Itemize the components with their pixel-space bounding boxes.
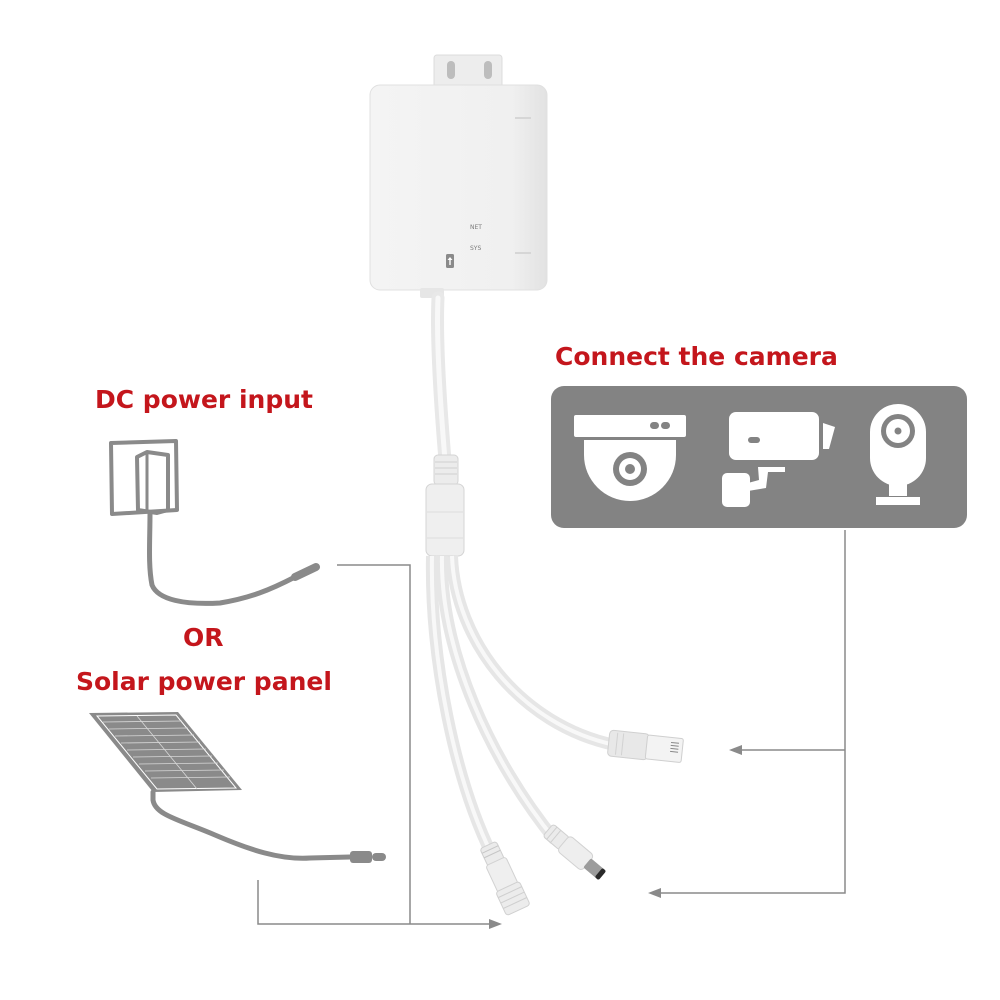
dc-adapter-icon <box>109 439 320 606</box>
cube-camera-icon <box>870 404 926 505</box>
device-housing <box>369 84 548 291</box>
splitter-cable <box>425 291 617 858</box>
rj45-connector <box>607 729 684 763</box>
arrow-to-dc-male <box>648 888 661 898</box>
dome-camera-icon <box>574 415 686 501</box>
camera-power-line <box>660 530 846 894</box>
strain-relief <box>425 454 465 557</box>
connection-lines <box>257 530 846 925</box>
solar-panel-line <box>257 880 492 925</box>
or-label: OR <box>183 623 224 652</box>
arrow-to-dc-female <box>489 919 502 929</box>
bullet-camera-icon <box>722 412 835 507</box>
camera-types-panel <box>551 386 967 528</box>
led-net-label: NET <box>470 224 482 231</box>
arrow-to-rj45 <box>729 745 742 755</box>
solar-power-panel-label: Solar power panel <box>76 667 332 696</box>
solar-panel-icon <box>89 712 386 863</box>
dc-male-connector <box>543 824 606 880</box>
poe-device: NET SYS <box>369 54 548 298</box>
led-sys-label: SYS <box>470 245 481 252</box>
dc-female-connector <box>480 841 530 916</box>
reset-button-icon <box>446 254 454 268</box>
connect-camera-label: Connect the camera <box>555 342 838 371</box>
dc-adapter-line <box>337 564 411 924</box>
dc-power-input-label: DC power input <box>95 385 313 414</box>
